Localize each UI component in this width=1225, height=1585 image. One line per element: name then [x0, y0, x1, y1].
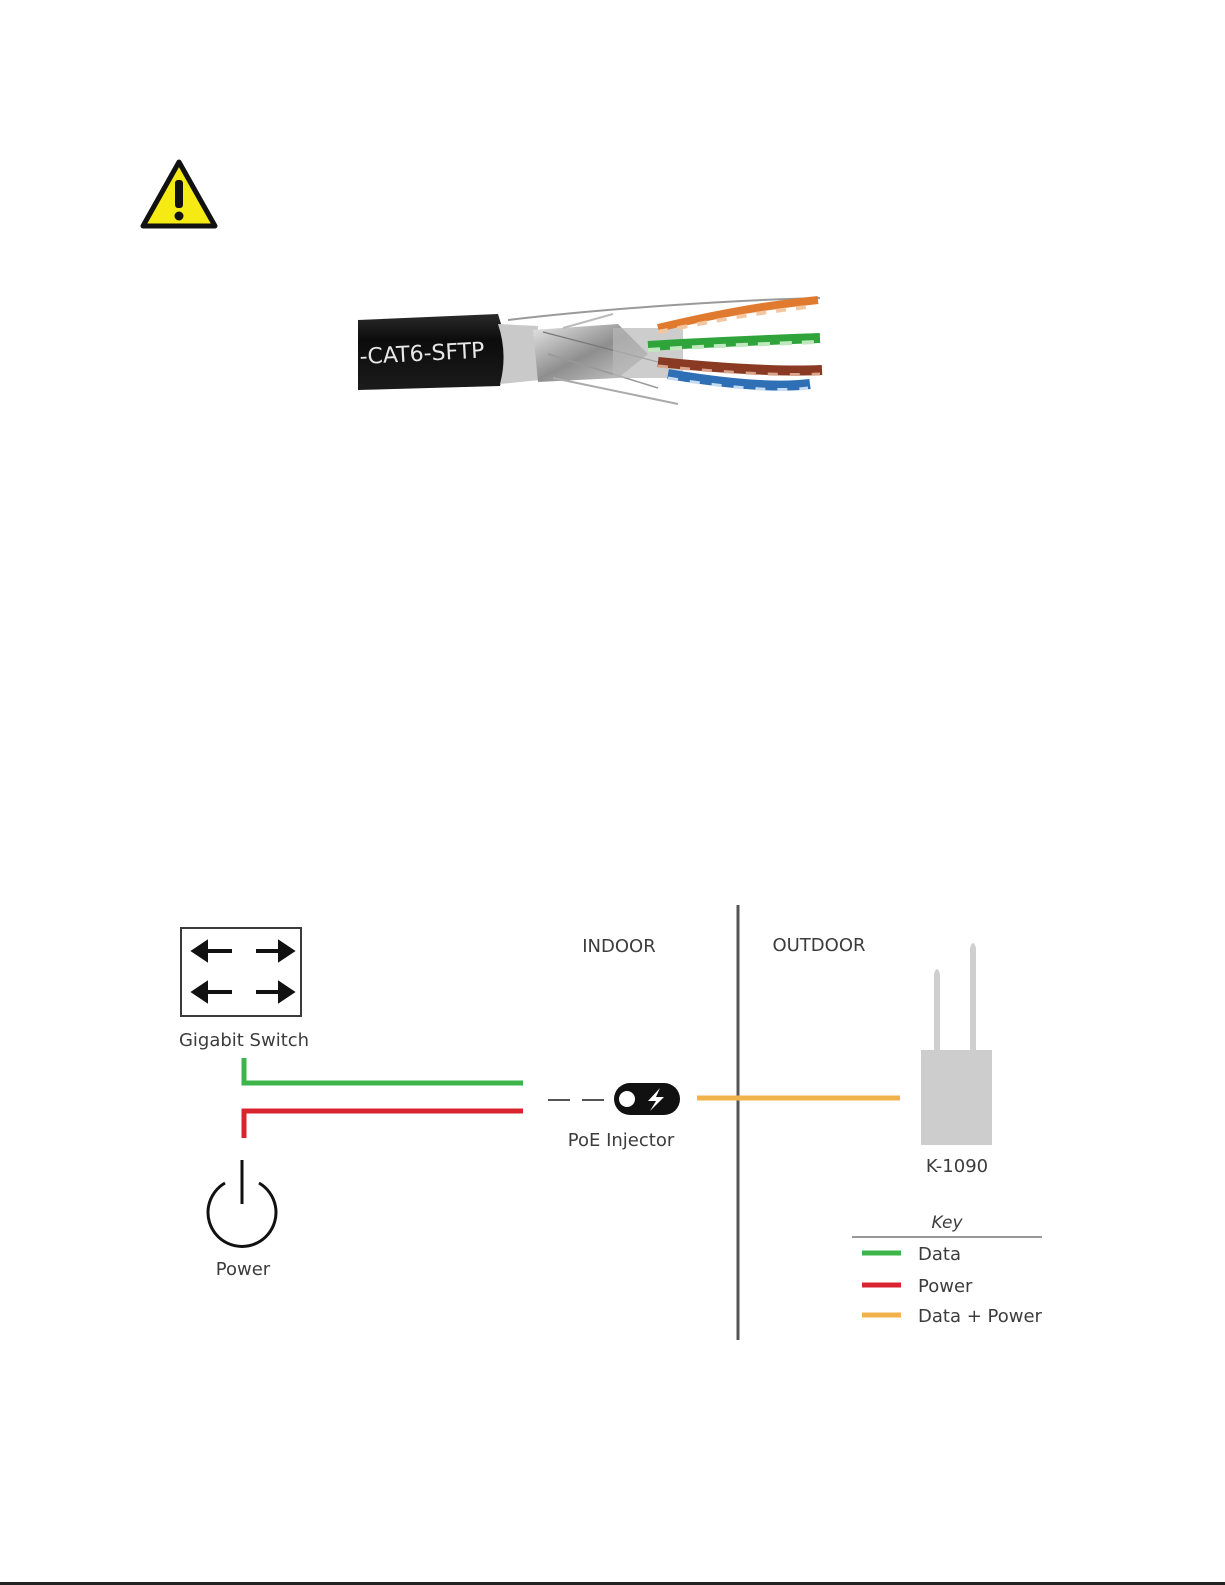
legend-label-data-power: Data + Power	[918, 1306, 1043, 1327]
outdoor-access-point-icon	[921, 943, 992, 1145]
data-line	[244, 1058, 523, 1083]
switch-arrows-icon	[181, 928, 301, 1016]
poe-injector-icon	[614, 1083, 680, 1115]
device-label: K-1090	[926, 1156, 988, 1177]
legend-title: Key	[931, 1213, 963, 1233]
cable-photo: -CAT6-SFTP	[358, 258, 853, 406]
blue-pair	[668, 374, 810, 386]
gigabit-switch-label: Gigabit Switch	[179, 1030, 309, 1051]
power-line	[244, 1111, 523, 1138]
legend-label-data: Data	[918, 1244, 961, 1265]
poe-wiring-diagram: INDOOR OUTDOOR Gigabit Switch Power PoE …	[0, 890, 1225, 1350]
outdoor-zone-label: OUTDOOR	[772, 935, 865, 956]
power-label: Power	[216, 1259, 271, 1280]
poe-injector-label: PoE Injector	[568, 1130, 675, 1151]
legend-label-power: Power	[918, 1276, 973, 1297]
power-icon	[208, 1160, 276, 1246]
indoor-zone-label: INDOOR	[582, 936, 655, 957]
warning-triangle-icon	[140, 158, 218, 230]
legend: Key Data Power Data + Power	[852, 1213, 1043, 1327]
